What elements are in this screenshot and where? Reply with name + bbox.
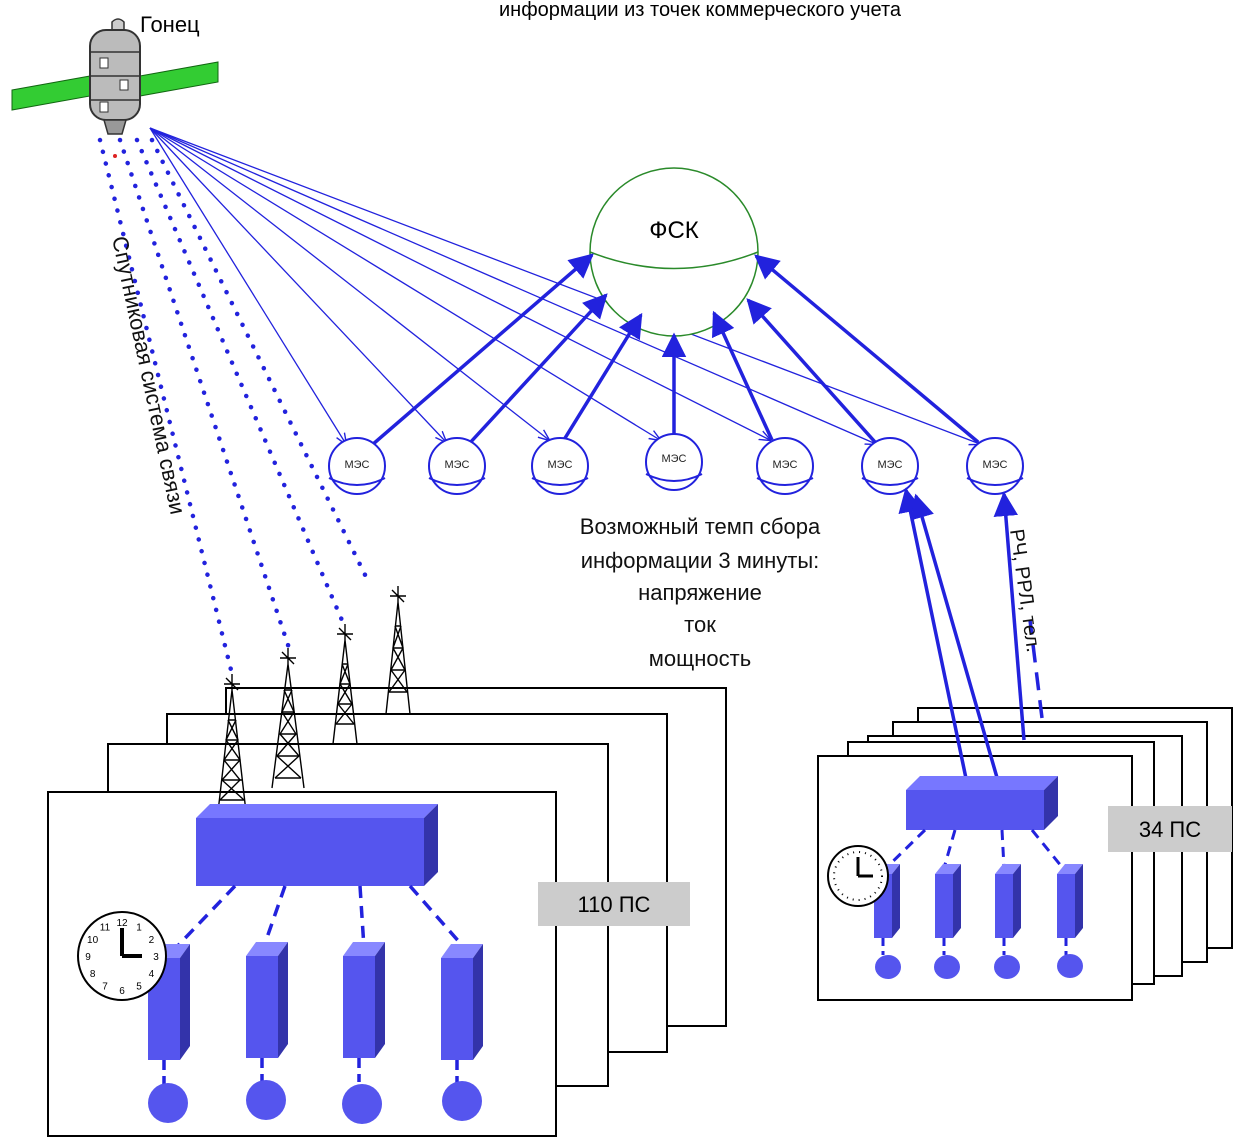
mes-node-7: МЭС [966,437,1024,495]
sat-link-3 [149,127,549,440]
sat-link-7 [149,127,980,444]
mes-node-4: МЭС [645,433,703,491]
radio-towers [217,586,411,813]
channel-links [898,487,1044,789]
tower-4 [385,586,411,715]
mes-fsk-arrow-7 [754,254,980,444]
satellite-label: Гонец [140,12,200,37]
clock-numeral: 8 [90,969,96,980]
dotted-link-3 [134,137,347,628]
mes-node-6: МЭС [861,437,919,495]
fsk-label: ФСК [649,217,699,244]
clock-numeral: 2 [149,935,155,946]
fsk-sphere: ФСК [589,167,759,337]
small-meter-2 [934,864,961,979]
dotted-link-2 [117,137,292,651]
mes-fsk-arrow-6 [746,298,877,444]
tower-1 [217,674,247,813]
clock-numeral: 11 [100,923,111,934]
clock-numeral: 5 [136,981,142,992]
note-line-4: ток [684,612,716,637]
meters-large [148,942,483,1124]
concentrator-small [906,776,1058,830]
clock-numeral: 9 [85,952,91,963]
clock-numeral: 7 [102,981,108,992]
mes-node-2: МЭС [428,437,486,495]
satellite-dotted-links [97,137,373,677]
sat-link-4 [149,127,660,440]
satellite-to-mes-links [149,127,980,444]
meter-2 [246,942,288,1120]
mes-fsk-arrow-3 [560,312,643,444]
small-meter-3 [994,864,1021,979]
collection-note: Возможный темп сбора информации 3 минуты… [580,514,821,671]
clock-numeral: 3 [153,952,159,963]
sat-link-2 [149,127,446,442]
substation-large-label: 110 ПС [578,892,651,917]
sat-link-6 [149,127,876,444]
substation-stack-small [817,707,1233,1001]
substation-small-label: 34 ПС [1139,817,1201,842]
header-title: информации из точек коммерческого учета [499,0,902,21]
small-meter-4 [1057,864,1083,978]
channel-arrow-3 [993,491,1026,741]
dotted-link-1 [97,137,235,677]
meters-small [874,864,1083,979]
meter-3 [342,942,385,1124]
clock-numeral: 1 [136,923,142,934]
mes-node-label: МЭС [877,459,902,471]
substation-count-large: 110 ПС [538,882,690,926]
satellite-link-label: Спутниковая система связи [107,234,190,517]
channel-arrow-1 [898,487,970,789]
mes-nodes: МЭС МЭС МЭС МЭС МЭС МЭС [328,433,1024,495]
dotted-link-4 [149,137,373,588]
sat-link-5 [149,127,770,440]
mes-fsk-arrow-5 [712,310,774,441]
meter-links-small [880,828,1068,874]
mes-fsk-arrow-1 [370,253,594,447]
clock-small-icon [827,845,889,907]
note-line-1: Возможный темп сбора [580,514,821,539]
note-line-2: информации 3 минуты: [581,548,820,573]
substation-count-small: 34 ПС [1108,806,1232,852]
mes-node-label: МЭС [344,459,369,471]
clock-numeral: 10 [87,935,99,946]
satellite-icon: Гонец [11,12,219,158]
clock-numeral: 4 [149,969,155,980]
mes-node-5: МЭС [756,437,814,495]
channel-arrow-2 [910,493,1002,789]
mes-node-label: МЭС [772,459,797,471]
mes-node-label: МЭС [547,459,572,471]
channel-dashed [1028,619,1044,719]
mes-node-label: МЭС [661,453,686,465]
meter-1 [148,944,190,1123]
clock-numeral: 6 [119,986,125,997]
mes-to-fsk-links [370,253,980,447]
note-line-5: мощность [649,646,751,671]
tower-3 [332,624,358,745]
mes-node-label: МЭС [444,459,469,471]
mes-node-label: МЭС [982,459,1007,471]
note-line-3: напряжение [638,580,762,605]
sat-link-1 [149,127,346,444]
tower-2 [271,648,305,789]
concentrator-large [196,804,438,886]
mes-node-1: МЭС [328,437,386,495]
meter-4 [441,944,483,1121]
mes-fsk-arrow-2 [466,293,608,447]
mes-node-3: МЭС [531,437,589,495]
clock-numeral: 12 [116,918,128,929]
